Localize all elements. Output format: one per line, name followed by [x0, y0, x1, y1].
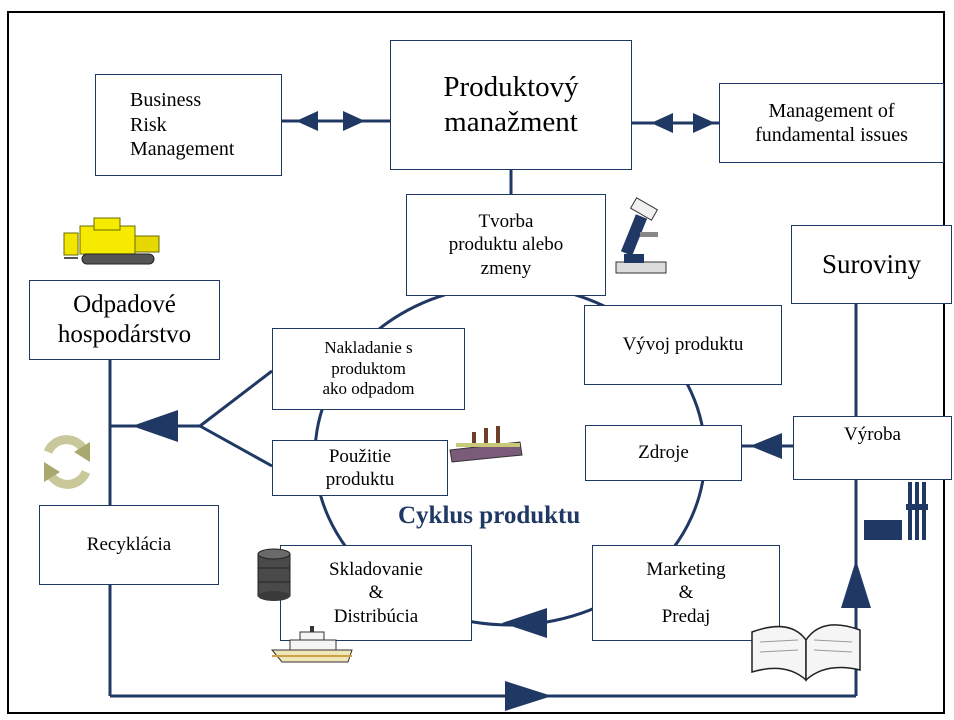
double-arrow-left-icon-b [343, 111, 365, 131]
diagram-frame [7, 11, 945, 714]
arrow-cycle-icon [502, 608, 547, 638]
double-arrow-right-icon [651, 113, 673, 133]
connector-fork-lower [199, 424, 273, 468]
vyvoj-produktu-box: Vývoj produktu [584, 305, 782, 385]
double-arrow-left-icon [296, 111, 318, 131]
cycle-label: Cyklus produktu [398, 502, 581, 529]
marketing-predaj-label: Marketing & Predaj [646, 559, 726, 627]
suroviny-label: Suroviny [821, 249, 921, 280]
recyklacia-box: Recyklácia [39, 505, 219, 585]
produktovy-manazment-box: Produktový manažment [390, 40, 632, 170]
management-fundamental-box: Management of fundamental issues [719, 83, 944, 163]
nakladanie-odpad-label: Nakladanie s produktom ako odpadom [322, 337, 415, 399]
management-fundamental-label: Management of fundamental issues [755, 99, 908, 146]
connector-fork-upper [199, 369, 273, 428]
double-arrow-right-icon-b [693, 113, 715, 133]
produktovy-manazment-label: Produktový manažment [443, 70, 579, 138]
pouzitie-produktu-label: Použitie produktu [325, 445, 395, 490]
nakladanie-odpad-box: Nakladanie s produktom ako odpadom [272, 328, 465, 410]
arrow-up-icon [841, 560, 871, 608]
business-risk-management-box: Business Risk Management [95, 74, 282, 176]
vyroba-box: Výroba [793, 416, 952, 480]
suroviny-box: Suroviny [791, 225, 952, 304]
pouzitie-produktu-box: Použitie produktu [272, 440, 448, 496]
tvorba-produktu-box: Tvorba produktu alebo zmeny [406, 194, 606, 296]
zdroje-label: Zdroje [638, 442, 689, 464]
business-risk-management-label: Business Risk Management [130, 89, 235, 161]
arrow-to-zdroje-icon [750, 433, 782, 459]
skladovanie-distribucia-label: Skladovanie & Distribúcia [329, 559, 423, 627]
marketing-predaj-box: Marketing & Predaj [592, 545, 780, 641]
arrow-to-odpadove-icon [132, 410, 178, 442]
vyvoj-produktu-label: Vývoj produktu [622, 334, 744, 356]
recyklacia-label: Recyklácia [86, 534, 172, 556]
tvorba-produktu-label: Tvorba produktu alebo zmeny [448, 211, 564, 279]
arrow-bottom-icon [505, 681, 552, 711]
odpadove-hospodarstvo-label: Odpadové hospodárstvo [57, 290, 192, 349]
skladovanie-distribucia-box: Skladovanie & Distribúcia [280, 545, 472, 641]
vyroba-label: Výroba [844, 424, 901, 445]
odpadove-hospodarstvo-box: Odpadové hospodárstvo [29, 280, 220, 360]
zdroje-box: Zdroje [585, 425, 742, 481]
